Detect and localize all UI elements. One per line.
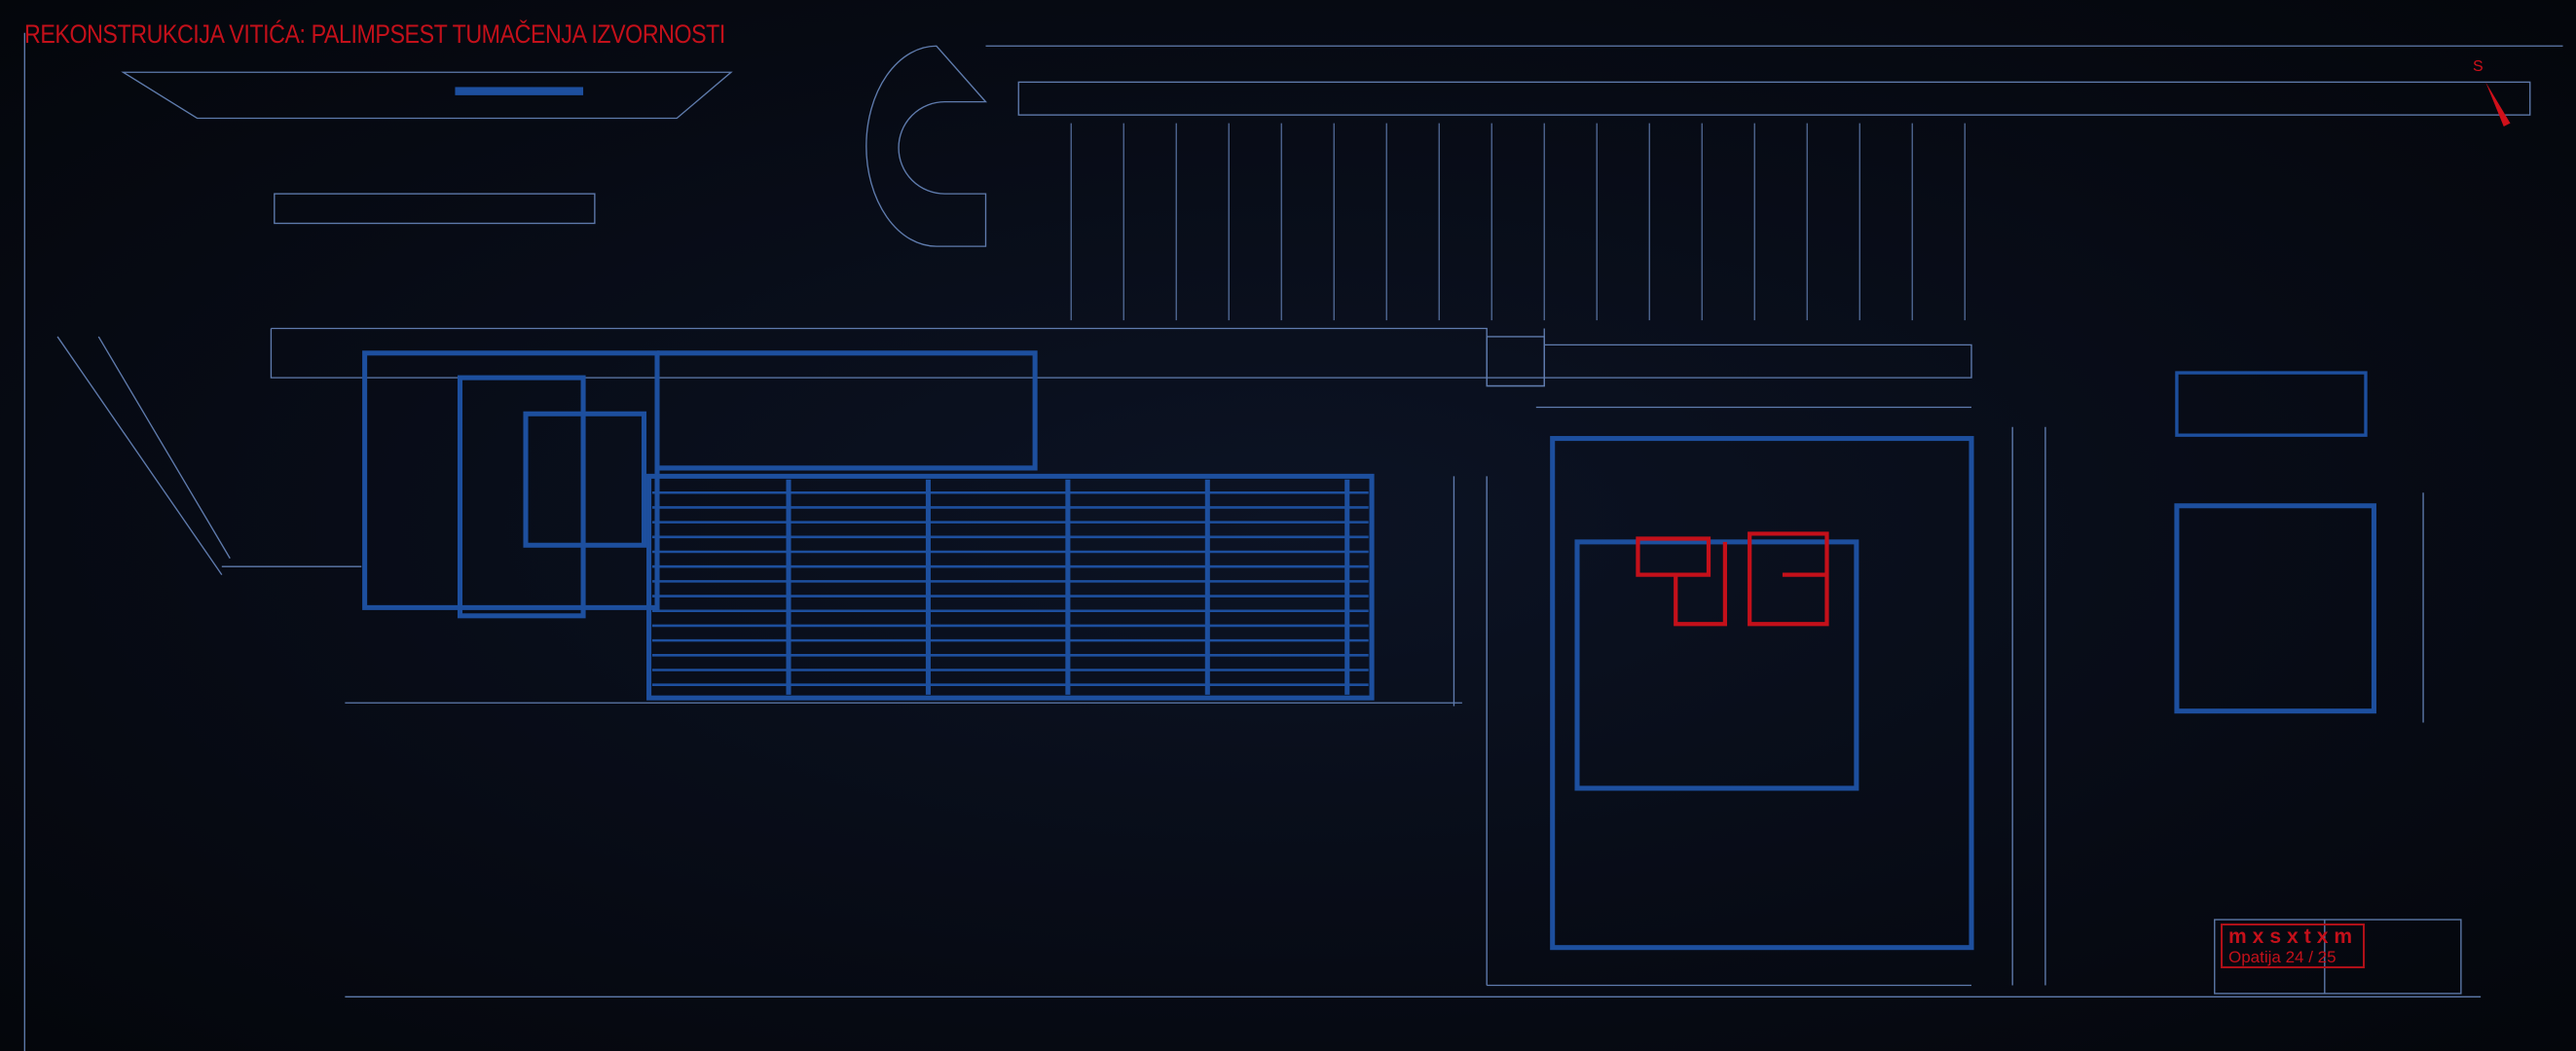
stamp-brand: mxsxtxm [2228,925,2359,948]
studio-stamp: mxsxtxm Opatija 24 / 25 [2221,924,2365,968]
stamp-place: Opatija 24 / 25 [2228,948,2337,966]
parking-lines [1070,123,1966,321]
pool-lanes [651,479,1369,695]
thin-linework [23,32,2563,1051]
highlighted-rooms [1636,531,1829,627]
north-label: S [2473,58,2484,75]
north-arrow-icon [2485,82,2511,127]
page-title: REKONSTRUKCIJA VITIĆA: PALIMPSEST TUMAČE… [24,19,725,49]
walls [362,350,2376,951]
blue-bar [455,87,584,95]
